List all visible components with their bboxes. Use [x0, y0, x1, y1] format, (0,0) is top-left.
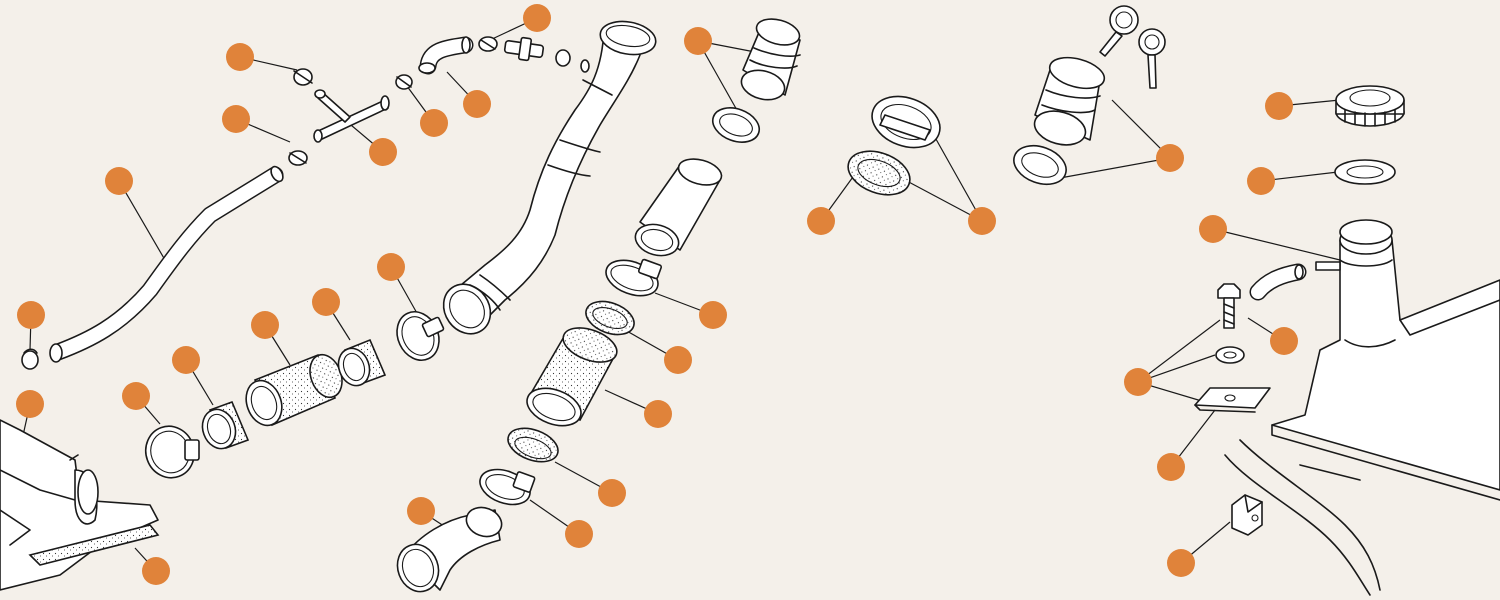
hose-clamp-lower-icon — [479, 468, 536, 506]
elbow-hose-icon — [395, 36, 498, 90]
callout-marker — [644, 400, 672, 428]
cap-seal-icon — [1334, 159, 1396, 185]
callout-marker — [407, 497, 435, 525]
callout-marker — [1199, 215, 1227, 243]
callout-marker — [105, 167, 133, 195]
callout-marker — [1270, 327, 1298, 355]
keys-icon — [1099, 5, 1166, 89]
hose-clamp-upper-icon — [605, 258, 663, 297]
tank-support-lines — [1224, 439, 1381, 596]
callout-marker — [968, 207, 996, 235]
callout-marker — [523, 4, 551, 32]
hose-clips-icon — [288, 68, 313, 166]
rubber-ring-upper-icon — [585, 300, 635, 336]
callout-marker — [1157, 453, 1185, 481]
hose-clamp-left-icon — [144, 425, 200, 479]
callout-marker — [16, 390, 44, 418]
locking-fuel-cap-icon — [1033, 56, 1106, 146]
fuel-tank-left-icon — [0, 419, 160, 591]
washer-icon — [1215, 346, 1245, 364]
rubber-sleeve-mid-icon — [337, 338, 387, 387]
knurled-fuel-cap-icon — [1335, 85, 1405, 127]
filler-neck-rubber-icon — [740, 18, 801, 101]
callout-marker — [1156, 144, 1184, 172]
callout-marker — [807, 207, 835, 235]
elbow-pipe-icon — [396, 506, 503, 593]
callout-marker — [312, 288, 340, 316]
callout-marker — [122, 382, 150, 410]
vent-valve-icon — [503, 36, 590, 73]
retaining-bracket-icon — [1194, 387, 1271, 413]
callout-marker — [172, 346, 200, 374]
t-piece-connector-icon — [313, 89, 390, 143]
rubber-sleeve-large-icon — [526, 327, 618, 427]
filler-pipe-short-icon — [634, 158, 723, 257]
hose-clip-left-icon — [21, 348, 39, 370]
callout-marker — [369, 138, 397, 166]
callout-markers — [16, 4, 1298, 585]
callout-marker — [1247, 167, 1275, 195]
rubber-sleeve-long-icon — [245, 353, 343, 427]
cap-gasket-icon — [847, 150, 911, 196]
breather-hose-long-icon — [49, 165, 284, 363]
hose-clamp-mid-icon — [396, 311, 445, 361]
callout-marker — [684, 27, 712, 55]
callout-marker — [17, 301, 45, 329]
rubber-ring-lower-icon — [507, 427, 559, 463]
callout-marker — [699, 301, 727, 329]
fuel-tank-icon — [1271, 219, 1500, 501]
callout-marker — [664, 346, 692, 374]
seal-ring-icon — [711, 107, 761, 143]
callout-marker — [420, 109, 448, 137]
bayonet-cap-icon — [871, 95, 941, 149]
rubber-sleeve-left-icon — [201, 400, 250, 450]
callout-marker — [251, 311, 279, 339]
callout-marker — [598, 479, 626, 507]
callout-marker — [1265, 92, 1293, 120]
callout-marker — [1167, 549, 1195, 577]
filler-neck-hose-icon — [442, 20, 657, 335]
cap-seal-ring-icon — [1013, 144, 1067, 186]
callout-marker — [377, 253, 405, 281]
callout-marker — [565, 520, 593, 548]
callout-marker — [1124, 368, 1152, 396]
clip-icon — [1231, 494, 1263, 536]
callout-marker — [463, 90, 491, 118]
callout-marker — [226, 43, 254, 71]
bolt-icon — [1217, 283, 1241, 329]
callout-marker — [222, 105, 250, 133]
callout-marker — [142, 557, 170, 585]
vent-tube-icon — [1249, 263, 1307, 301]
